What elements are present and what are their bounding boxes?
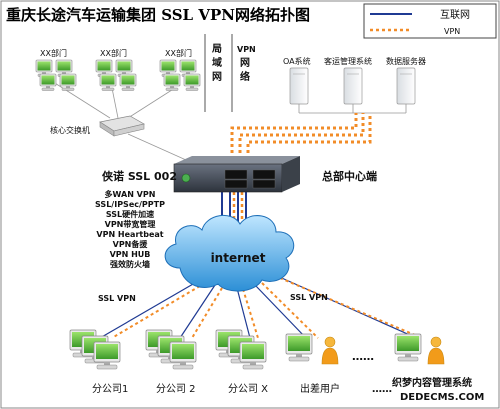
vpn-link [230, 113, 358, 165]
svg-text:络: 络 [240, 70, 250, 83]
dept-cluster-2 [95, 59, 137, 119]
dept-cluster-1 [35, 59, 111, 119]
svg-text:DEDECMS.COM: DEDECMS.COM [400, 392, 484, 403]
vpn-link [242, 288, 259, 339]
dept-label: XX部门 [165, 48, 192, 58]
vpn-link [111, 282, 206, 339]
internet-link [254, 284, 307, 339]
internet-label: internet [211, 251, 266, 265]
feature-item: VPN Heartbeat [96, 230, 163, 239]
vpn-link [238, 113, 365, 165]
svg-text:VPN: VPN [237, 45, 256, 54]
server-label: OA系统 [283, 56, 311, 66]
dept-label: XX部门 [100, 48, 127, 58]
switch-uplink [127, 133, 196, 165]
internet-link [236, 287, 251, 339]
internet-cloud: internet [164, 215, 295, 292]
feature-item: 强效防火墙 [110, 259, 150, 269]
vpn-legend-label: VPN [444, 27, 460, 36]
feature-item: 多WAN VPN [105, 189, 156, 199]
vpn-appliance [173, 156, 300, 193]
vpn-network-label: VPN 网 络 [237, 45, 256, 83]
diagram-title: 重庆长途汽车运输集团 SSL VPN网络拓扑图 [6, 6, 310, 24]
dept-cluster-3 [127, 59, 201, 119]
svg-text:局: 局 [211, 43, 222, 55]
oa-server [289, 67, 309, 105]
svg-text:域: 域 [212, 56, 222, 69]
branch-label: 分公司1 [92, 383, 128, 395]
feature-item: SSL硬件加速 [106, 209, 154, 219]
mobile-user [285, 333, 339, 365]
hq-label: 总部中心端 [322, 169, 377, 183]
core-switch [99, 115, 145, 137]
vpn-link [261, 282, 319, 339]
ellipsis: …… [372, 384, 392, 395]
lan-label: 局 域 网 [211, 43, 222, 83]
server-label: 客运管理系统 [324, 56, 372, 66]
core-switch-label: 核心交换机 [50, 125, 90, 135]
svg-text:网: 网 [240, 57, 250, 69]
feature-item: VPN备援 [113, 239, 149, 249]
watermark: 织梦内容管理系统 DEDECMS.COM [392, 376, 484, 403]
branch-label: 出差用户 [300, 382, 340, 395]
branch-label: 分公司 X [228, 383, 268, 395]
mobile-user-2 [394, 333, 445, 365]
svg-text:织梦内容管理系统: 织梦内容管理系统 [392, 376, 472, 389]
ellipsis: …… [352, 350, 374, 363]
feature-item: VPN HUB [110, 250, 151, 259]
feature-list: 多WAN VPN SSL/IPSec/PPTP SSL硬件加速 VPN带宽管理 … [95, 189, 165, 269]
feature-item: SSL/IPSec/PPTP [95, 200, 165, 209]
internet-link [99, 279, 201, 339]
svg-text:网: 网 [212, 71, 222, 83]
branch-1-pcs [69, 329, 121, 370]
passenger-server [343, 67, 363, 105]
branch-x-pcs [215, 329, 267, 370]
feature-item: VPN带宽管理 [105, 219, 156, 229]
dept-label: XX部门 [40, 48, 67, 58]
vpn-link [246, 113, 372, 165]
branch-2-pcs [145, 329, 197, 370]
link-label-left: SSL VPN [98, 294, 136, 303]
vpn-link [191, 287, 223, 339]
internet-link [179, 284, 216, 339]
legend: 互联网 VPN [363, 3, 497, 39]
link-label-right: SSL VPN [290, 293, 328, 302]
device-brand: 侠诺 SSL 002 [102, 169, 177, 183]
data-server [396, 67, 416, 105]
server-label: 数据服务器 [386, 56, 426, 66]
branch-label: 分公司 2 [156, 383, 196, 395]
internet-legend-label: 互联网 [440, 9, 470, 21]
vpn-link [279, 277, 423, 339]
